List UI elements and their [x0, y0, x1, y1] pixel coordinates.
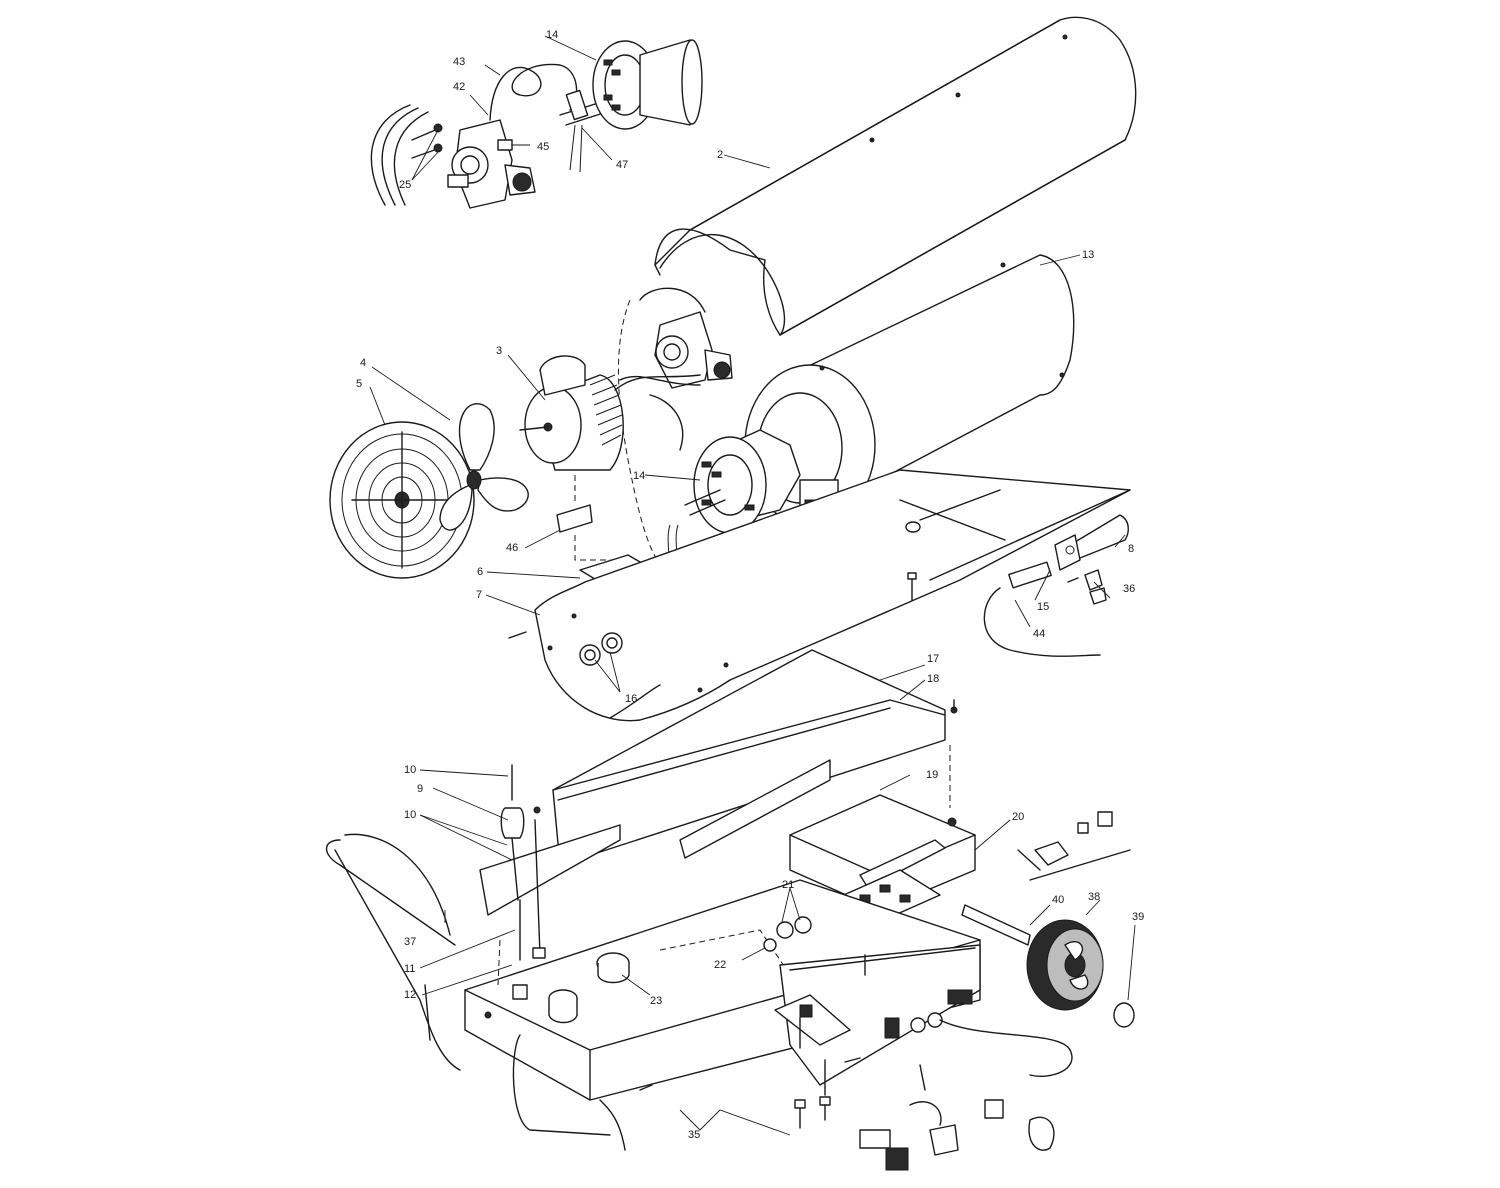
fan-blade-part-4 [439, 403, 529, 531]
callout-15: 15 [1037, 601, 1049, 613]
callout-5: 5 [356, 378, 362, 390]
base-fuel-tank-box [464, 879, 981, 1101]
callout-8: 8 [1128, 543, 1134, 555]
callout-labels: 2 3 4 5 6 7 8 9 10 10 11 12 13 14 14 15 … [356, 29, 1144, 1141]
motor-part-3 [519, 355, 701, 471]
callout-14-inset: 14 [546, 29, 558, 41]
callout-40: 40 [1052, 894, 1064, 906]
inset-pump-burner-assembly [370, 39, 703, 209]
control-box-part-19-20 [789, 794, 976, 936]
callout-22: 22 [714, 959, 726, 971]
callout-38: 38 [1088, 891, 1100, 903]
hub-cap-part-39 [1113, 1002, 1135, 1028]
callout-11: 11 [404, 963, 415, 975]
callout-7: 7 [476, 589, 482, 601]
burner-head-part-14 [667, 429, 871, 581]
callout-47: 47 [616, 159, 628, 171]
callout-13: 13 [1082, 249, 1094, 261]
callout-21: 21 [782, 879, 794, 891]
callout-17: 17 [927, 653, 939, 665]
wheel-part-38 [1026, 919, 1104, 1011]
callout-18: 18 [927, 673, 939, 685]
outer-shell-part-2 [654, 16, 1137, 336]
callout-37: 37 [404, 936, 416, 948]
callout-25: 25 [399, 179, 411, 191]
callout-10-mid: 10 [404, 809, 416, 821]
leader-lines [369, 35, 1136, 1136]
callout-23: 23 [650, 995, 662, 1007]
callout-43: 43 [453, 56, 465, 68]
top-panel-part-17-18 [479, 649, 958, 916]
callout-44: 44 [1033, 628, 1045, 640]
callout-20: 20 [1012, 811, 1024, 823]
control-panel-front [763, 916, 1073, 1086]
callout-35: 35 [688, 1129, 700, 1141]
fuel-line-filter-part-9 [500, 764, 546, 961]
callout-6: 6 [477, 566, 483, 578]
callout-12: 12 [404, 989, 416, 1001]
callout-36: 36 [1123, 583, 1135, 595]
photocell-bracket-assembly [983, 514, 1129, 657]
callout-14-main: 14 [633, 470, 645, 482]
callout-39: 39 [1132, 911, 1144, 923]
lower-shell-part-7 [508, 469, 1131, 722]
callout-19: 19 [926, 769, 938, 781]
callout-45: 45 [537, 141, 549, 153]
callout-10-top: 10 [404, 764, 416, 776]
callout-42: 42 [453, 81, 465, 93]
callout-16: 16 [625, 693, 637, 705]
axle-part-40 [961, 849, 1131, 946]
loose-small-parts [639, 811, 1113, 1171]
pump-assembly-mid [617, 287, 733, 576]
callout-9: 9 [417, 783, 423, 795]
callout-3: 3 [496, 345, 502, 357]
callout-2: 2 [717, 149, 723, 161]
callout-4: 4 [360, 357, 366, 369]
callout-46: 46 [506, 542, 518, 554]
